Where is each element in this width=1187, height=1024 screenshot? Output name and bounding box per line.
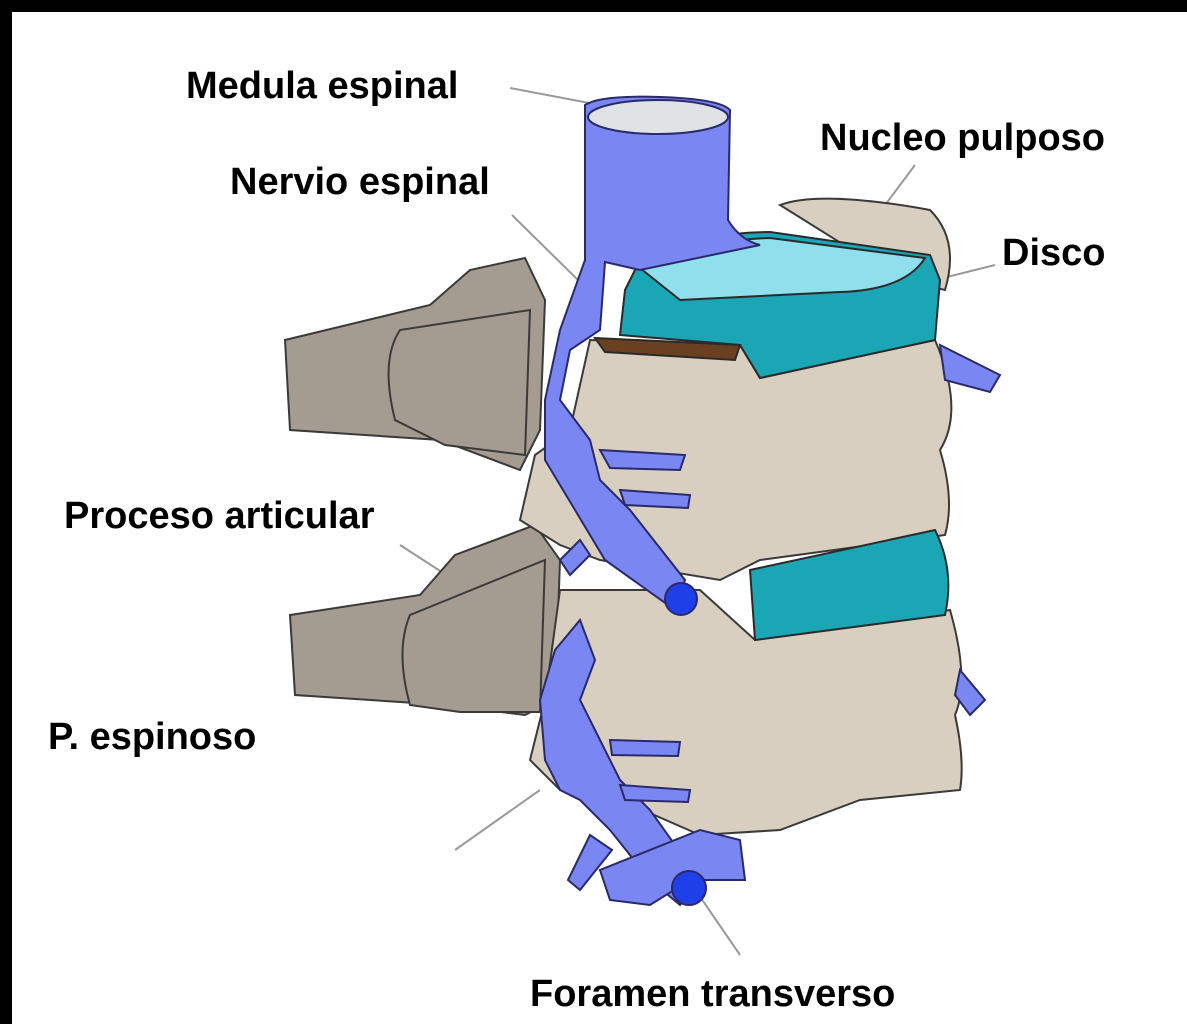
label-proceso-articular: Proceso articular [64,497,374,535]
right-lower-nerve-stub [955,670,985,715]
label-nervio-espinal: Nervio espinal [230,163,490,201]
upper-nerve-end [665,583,697,615]
label-nucleo-pulposo: Nucleo pulposo [820,119,1105,157]
leader-line-espinoso [455,790,540,850]
spinal-cord-cross-section [588,100,728,134]
lower-nerve-branch-1 [610,740,680,756]
label-disco: Disco [1002,234,1105,272]
lower-nerve-end [672,871,706,905]
label-p-espinoso: P. espinoso [48,718,256,756]
label-medula-espinal: Medula espinal [186,67,458,105]
vertebral-processes [285,258,560,715]
leader-line-medula [510,88,600,105]
label-foramen-transverso: Foramen transverso [530,975,895,1013]
